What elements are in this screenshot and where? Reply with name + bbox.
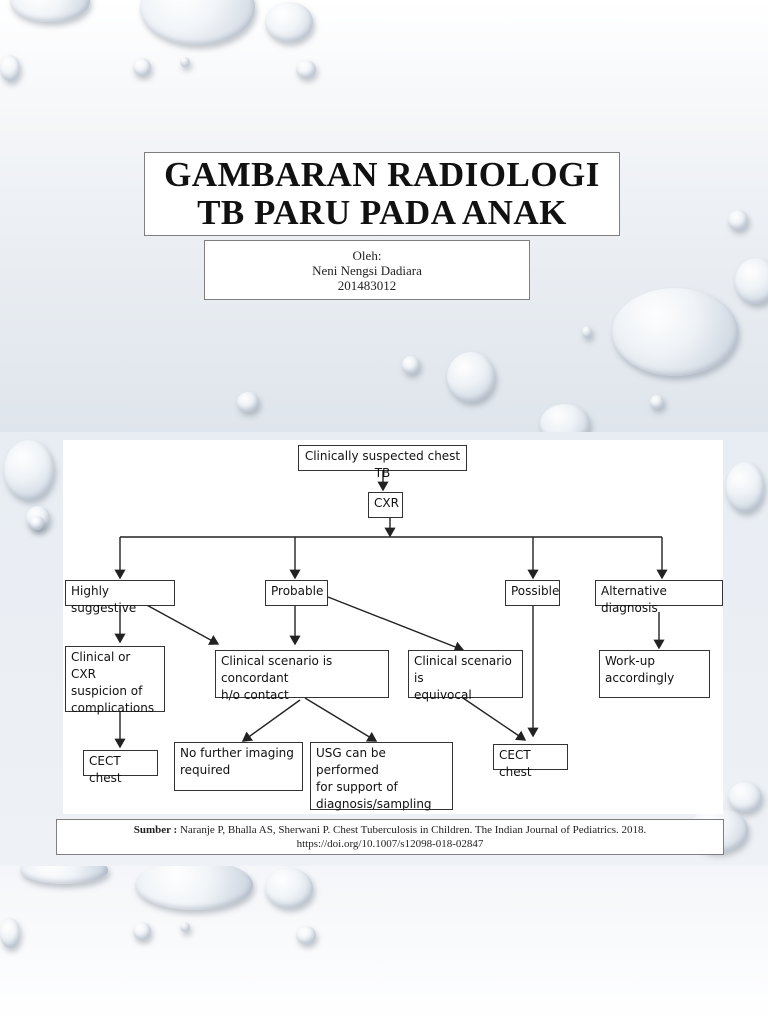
author-id: 201483012 [337,277,397,293]
author-label: Oleh: [352,247,382,263]
node-cect-left: CECT chest [83,750,158,785]
water-drop [180,922,190,932]
citation-text: Naranje P, Bhalla AS, Sherwani P. Chest … [177,824,647,836]
source-citation: Sumber : Naranje P, Bhalla AS, Sherwani … [56,819,724,855]
title-line-1: GAMBARAN RADIOLOGI [164,155,600,194]
water-drop [140,0,255,45]
water-drop [447,352,495,402]
water-drop [728,210,748,230]
node-probable: Probable [265,580,328,606]
water-drop [20,866,108,884]
node-workup: Work-up accordingly [599,650,710,698]
water-drop [135,866,253,910]
node-equivocal: Clinical scenario is equivocal [408,650,523,702]
water-drop [726,462,764,512]
water-drop [180,57,190,67]
node-alternative-diagnosis: Alternative diagnosis [595,580,723,615]
water-drop [265,2,313,42]
water-drop [296,60,316,78]
water-drop [540,404,590,432]
node-concordant: Clinical scenario is concordant h/o cont… [215,650,389,702]
author-name: Neni Nengsi Dadiara [312,262,422,278]
water-drop [133,922,151,940]
arrow-concordant-noimaging [241,699,301,742]
title-box: GAMBARAN RADIOLOGI TB PARU PADA ANAK [144,152,620,236]
citation-doi: https://doi.org/10.1007/s12098-018-02847 [296,838,484,850]
node-usg: USG can be performed for support of diag… [310,742,453,811]
flowchart: Clinically suspected chest TB CXR Highly… [63,440,723,814]
title-slide: GAMBARAN RADIOLOGI TB PARU PADA ANAK Ole… [0,0,768,432]
arrow-concordant-usg [304,697,378,742]
author-box: Oleh: Neni Nengsi Dadiara 201483012 [204,240,530,300]
arrow-probable-equivocal [327,596,465,653]
flowchart-connectors [114,471,668,749]
water-drop [402,356,420,374]
node-no-imaging: No further imaging required [174,742,303,791]
water-drop [4,440,54,500]
node-cxr: CXR [368,492,403,518]
water-drop [0,55,20,81]
water-drop [0,918,20,948]
water-drop [265,868,313,908]
arrow-highly-concordant [142,602,220,645]
water-drop [237,392,259,412]
water-drop [133,58,151,76]
node-possible: Possible [505,580,560,606]
node-cect-right: CECT chest [493,744,568,779]
node-complications: Clinical or CXR suspicion of complicatio… [65,646,165,715]
arrow-equivocal-cect [462,697,527,741]
water-drop [650,395,664,409]
water-drop [296,926,316,944]
source-label: Sumber : [133,824,178,836]
water-drop [582,326,592,338]
next-slide [0,866,768,1024]
water-drop [612,288,738,376]
node-root: Clinically suspected chest TB [298,445,467,480]
title-line-2: TB PARU PADA ANAK [197,193,567,232]
water-drop [735,258,768,304]
water-drop [728,782,762,812]
water-drop [10,0,90,22]
citation-line-1: Sumber : Naranje P, Bhalla AS, Sherwani … [134,823,647,837]
node-highly-suggestive: Highly suggestive [65,580,175,615]
water-drop [30,516,44,530]
